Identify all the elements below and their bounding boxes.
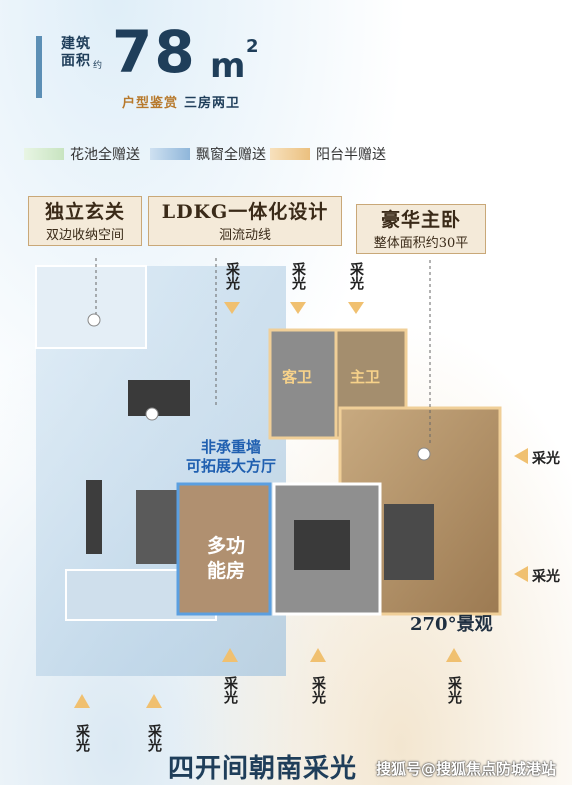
marker-dot (87, 313, 101, 327)
legend-swatch (270, 148, 310, 160)
gfa-unit-sup: 2 (246, 36, 259, 57)
room-label-multi-line1: 多功 (206, 535, 245, 557)
legend-swatch (150, 148, 190, 160)
callout-title: LDKG一体化设计 (161, 201, 329, 223)
view-label: 270°景观 (410, 614, 493, 635)
legend-label: 阳台半赠送 (316, 147, 386, 163)
legend-item-flowerbed: 花池全赠送 (24, 144, 140, 164)
light-label: 采光 (74, 724, 90, 752)
master-bed (384, 504, 434, 580)
light-label: 采光 (290, 262, 306, 290)
gfa-approx-label: 约 (93, 61, 103, 71)
callout-master: 豪华主卧 整体面积约30平 (356, 204, 486, 254)
gfa-label: 建筑面积 (61, 36, 91, 69)
room-label-master-bath: 主卫 (350, 368, 381, 386)
light-label: 采光 (446, 676, 462, 704)
room-label-guest-bath: 客卫 (282, 368, 313, 386)
callout-ldkg: LDKG一体化设计 洄流动线 (148, 196, 342, 246)
marker-dot (417, 447, 431, 461)
light-label: 采光 (348, 262, 364, 290)
light-label: 采光 (532, 451, 560, 467)
multi-function-room (176, 482, 272, 616)
room-label-multi: 多功 能房 (196, 534, 256, 584)
light-label: 采光 (146, 724, 162, 752)
callout-sub: 双边收纳空间 (45, 228, 124, 243)
callout-sub: 整体面积约30平 (373, 236, 469, 251)
legend-label: 花池全赠送 (70, 147, 140, 163)
wall-note: 非承重墙 可拓展大方厅 (176, 438, 286, 476)
accent-bar (36, 36, 42, 98)
wall-note-line2: 可拓展大方厅 (185, 457, 276, 475)
sofa (136, 490, 180, 564)
bottom-title: 四开间朝南采光 (168, 754, 358, 784)
legend-label: 飘窗全赠送 (196, 147, 266, 163)
callout-entrance: 独立玄关 双边收纳空间 (28, 196, 142, 246)
light-label: 采光 (532, 569, 560, 585)
watermark: 搜狐号@搜狐焦点防城港站 (376, 760, 557, 778)
light-label: 采光 (224, 262, 240, 290)
marker-dot (145, 407, 159, 421)
tv-cabinet (86, 480, 102, 554)
dining-table (128, 380, 190, 416)
wall-note-line1: 非承重墙 (200, 438, 261, 456)
callout-sub: 洄流动线 (218, 228, 271, 243)
legend-item-baywindow: 飘窗全赠送 (150, 144, 266, 164)
guest-bath-room (268, 328, 338, 440)
callout-title: 独立玄关 (44, 201, 125, 223)
legend-swatch (24, 148, 64, 160)
legend-item-balcony: 阳台半赠送 (270, 144, 386, 164)
subtitle-dark: 三房两卫 (184, 96, 241, 111)
light-label: 采光 (310, 676, 326, 704)
room-label-multi-line2: 能房 (206, 560, 245, 582)
gfa-unit: m (210, 46, 246, 86)
light-label: 采光 (222, 676, 238, 704)
subtitle: 户型鉴赏三房两卫 (122, 92, 240, 111)
gfa-value: 78 (112, 18, 197, 86)
second-bed (294, 520, 350, 570)
entrance-zone (35, 265, 147, 349)
floor-plan (35, 258, 502, 676)
callout-title: 豪华主卧 (380, 209, 461, 231)
subtitle-gold: 户型鉴赏 (122, 96, 179, 111)
